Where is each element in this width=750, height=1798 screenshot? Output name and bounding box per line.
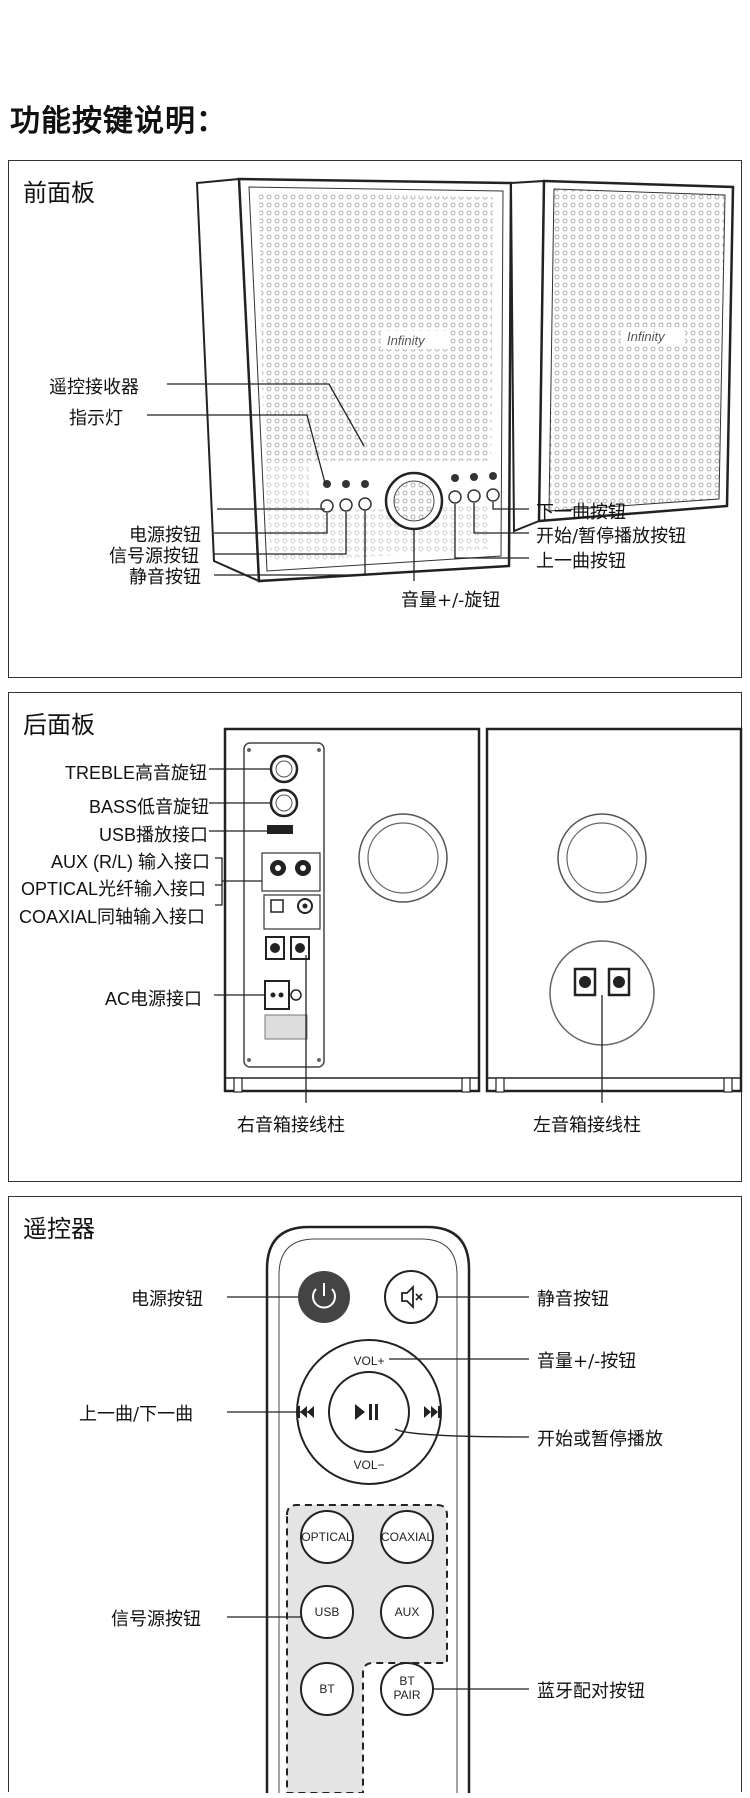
front-label-next: 下一曲按钮 — [536, 502, 626, 523]
power-button-icon — [320, 499, 334, 513]
bt-button-label: BT — [319, 1682, 335, 1696]
vol-plus-label: VOL+ — [353, 1354, 384, 1368]
rear-label-treble: TREBLE高音旋钮 — [65, 763, 208, 783]
remote-title: 遥控器 — [23, 1215, 95, 1243]
mute-button-icon — [358, 497, 372, 511]
usb-port-icon — [267, 825, 293, 834]
aux-button-label: AUX — [395, 1605, 420, 1619]
rear-panel-section: 后面板 — [8, 692, 743, 1182]
rear-label-bass: BASS低音旋钮 — [89, 797, 210, 817]
rear-speaker-illustration — [209, 727, 743, 1103]
front-label-remote-receiver: 遥控接收器 — [49, 377, 139, 398]
rear-panel-title: 后面板 — [23, 711, 95, 739]
front-label-power: 电源按钮 — [129, 525, 201, 546]
coaxial-button-label: COAXIAL — [381, 1530, 433, 1544]
rear-label-usb: USB播放接口 — [99, 825, 209, 845]
front-speaker-illustration: Infinity Infinity — [147, 177, 735, 583]
next-button-icon — [424, 1406, 440, 1418]
usb-button-label: USB — [315, 1605, 340, 1619]
front-panel-title: 前面板 — [23, 179, 95, 207]
front-label-play-pause: 开始/暂停播放按钮 — [536, 526, 687, 547]
rear-label-right-terminal: 右音箱接线柱 — [237, 1115, 345, 1136]
front-label-volume: 音量+/-旋钮 — [401, 590, 501, 611]
brand-logo-left: Infinity — [627, 329, 666, 344]
rear-label-ac: AC电源接口 — [105, 989, 203, 1009]
mute-button-icon — [384, 1270, 438, 1324]
optical-button-label: OPTICAL — [301, 1530, 353, 1544]
vol-minus-label: VOL− — [353, 1458, 384, 1472]
front-label-prev: 上一曲按钮 — [536, 551, 626, 572]
remote-illustration: VOL+ VOL− OPTICAL COAXIAL USB AUX BT BT — [227, 1225, 530, 1793]
front-label-mute: 静音按钮 — [129, 567, 201, 588]
bt-pair-button-label-2: PAIR — [393, 1688, 420, 1702]
rear-label-coaxial: COAXIAL同轴输入接口 — [19, 907, 206, 927]
remote-label-bt-pair: 蓝牙配对按钮 — [537, 1681, 645, 1702]
remote-label-power: 电源按钮 — [131, 1289, 203, 1310]
bt-pair-button-label-1: BT — [399, 1674, 415, 1688]
remote-label-play-pause: 开始或暂停播放 — [537, 1429, 663, 1450]
rear-label-optical: OPTICAL光纤输入接口 — [21, 879, 207, 899]
front-label-source: 信号源按钮 — [109, 546, 199, 567]
source-button-icon — [339, 498, 353, 512]
left-speaker-back — [485, 727, 743, 1093]
brand-logo-right: Infinity — [387, 333, 426, 348]
remote-label-prev-next: 上一曲/下一曲 — [79, 1404, 194, 1425]
right-speaker-back — [223, 727, 481, 1093]
remote-section: 遥控器 VOL+ VOL− — [8, 1196, 742, 1793]
page-title: 功能按键说明： — [10, 104, 227, 139]
remote-label-volume: 音量+/-按钮 — [537, 1351, 637, 1372]
right-speaker — [195, 177, 513, 583]
power-button-icon — [298, 1271, 350, 1323]
rear-label-left-terminal: 左音箱接线柱 — [533, 1115, 641, 1136]
left-speaker — [509, 179, 735, 533]
front-panel-section: 前面板 Infinity Infinity — [8, 160, 742, 678]
remote-label-source: 信号源按钮 — [111, 1609, 201, 1630]
ac-port-icon — [264, 980, 290, 1010]
front-label-indicator: 指示灯 — [69, 408, 123, 429]
remote-label-mute: 静音按钮 — [537, 1289, 609, 1310]
optical-port-icon — [270, 899, 284, 913]
rear-label-aux: AUX (R/L) 输入接口 — [51, 852, 211, 872]
